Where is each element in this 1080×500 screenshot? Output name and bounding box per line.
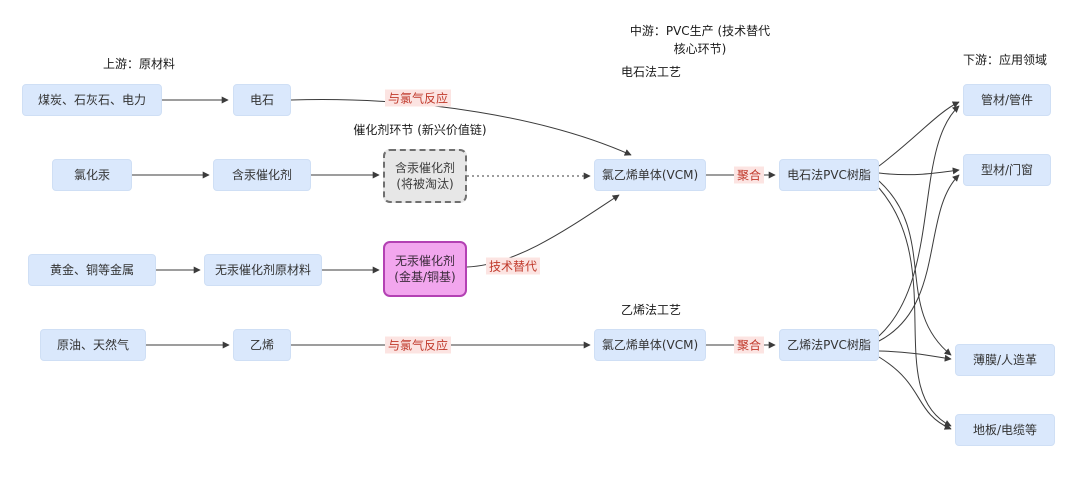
arrow-pvc-ethylene-to-film	[878, 350, 952, 362]
label-carbide-process: 电石法工艺	[620, 65, 682, 79]
node-floor: 地板/电缆等	[955, 414, 1055, 446]
label-midstream-line2: 核心环节)	[673, 42, 727, 56]
arrow-mercury-free-catalyst-to-vcm-top	[466, 194, 620, 268]
node-profile: 型材/门窗	[963, 154, 1051, 186]
edge-label-chlorine-top: 与氯气反应	[384, 89, 452, 107]
arrow-pvc-carbide-to-profile	[878, 167, 960, 176]
edge-label-chlorine-bottom: 与氯气反应	[384, 336, 452, 354]
node-mercury-catalyst-obsolete-line1: 含汞催化剂	[394, 160, 455, 175]
node-mercury-free-raw: 无汞催化剂原材料	[204, 254, 322, 286]
node-pvc-ethylene: 乙烯法PVC树脂	[779, 329, 879, 361]
arrow-pvc-carbide-to-film	[878, 180, 952, 356]
arrow-pvc-ethylene-to-profile	[878, 174, 960, 342]
edge-label-tech-substitute: 技术替代	[485, 257, 541, 275]
label-catalyst-chain: 催化剂环节 (新兴价值链)	[353, 123, 487, 137]
label-midstream: 中游：PVC生产 (技术替代 核心环节)	[630, 22, 770, 58]
node-vcm-top: 氯乙烯单体(VCM)	[594, 159, 706, 191]
edge-label-polymerize-top: 聚合	[733, 166, 765, 184]
node-mercury-chloride: 氯化汞	[52, 159, 132, 191]
arrow-pvc-ethylene-to-floor	[878, 356, 952, 430]
node-mercury-free-catalyst-line2: (金基/铜基)	[394, 270, 456, 284]
arrow-pvc-carbide-to-floor	[878, 187, 952, 427]
node-mercury-catalyst-obsolete-line2: (将被淘汰)	[396, 177, 454, 191]
arrow-pvc-carbide-to-pipe	[878, 101, 960, 167]
node-mercury-catalyst-obsolete: 含汞催化剂 (将被淘汰)	[383, 149, 467, 203]
label-upstream: 上游：原材料	[102, 57, 176, 71]
node-mercury-catalyst: 含汞催化剂	[213, 159, 311, 191]
edge-label-polymerize-bottom: 聚合	[733, 336, 765, 354]
node-ethylene: 乙烯	[233, 329, 291, 361]
node-gold: 黄金、铜等金属	[28, 254, 156, 286]
node-mercury-free-catalyst-line1: 无汞催化剂	[394, 253, 455, 268]
node-pvc-carbide: 电石法PVC树脂	[779, 159, 879, 191]
node-film: 薄膜/人造革	[955, 344, 1055, 376]
node-carbide: 电石	[233, 84, 291, 116]
label-ethylene-process: 乙烯法工艺	[620, 303, 682, 317]
node-pipe: 管材/管件	[963, 84, 1051, 116]
label-downstream: 下游：应用领域	[962, 53, 1048, 67]
node-vcm-bottom: 氯乙烯单体(VCM)	[594, 329, 706, 361]
node-oil: 原油、天然气	[40, 329, 146, 361]
arrow-pvc-ethylene-to-pipe	[878, 105, 960, 337]
node-mercury-free-catalyst: 无汞催化剂 (金基/铜基)	[383, 241, 467, 297]
label-midstream-line1: 中游：PVC生产 (技术替代	[629, 24, 771, 38]
node-coal: 煤炭、石灰石、电力	[22, 84, 162, 116]
